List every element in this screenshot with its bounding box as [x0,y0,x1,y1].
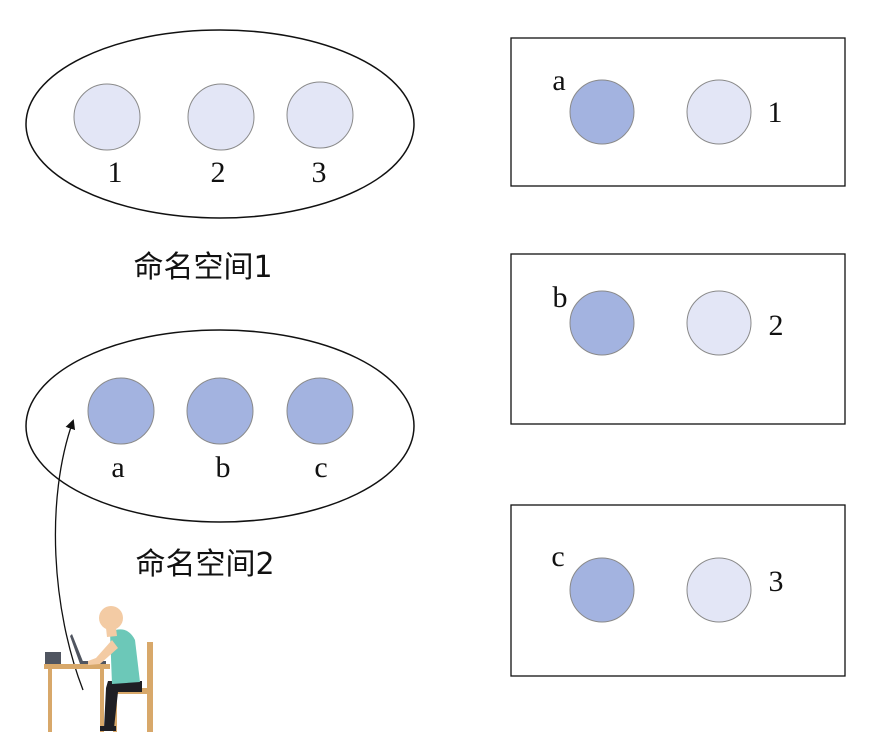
mapping-3-left-node [569,557,635,623]
mapping-box-1: a 1 [510,37,846,187]
ns1-node-1 [73,83,141,151]
mapping-box-3: c 3 [510,504,846,677]
mapping-3-left-label: c [551,540,564,573]
ns2-label-a: a [111,451,124,484]
mapping-1-right-node [686,79,752,145]
mapping-2-left-label: b [553,281,568,314]
ns2-node-c [286,377,354,445]
mapping-2-right-label: 2 [769,309,784,342]
mapping-3-right-label: 3 [769,565,784,598]
ns2-label-b: b [216,451,231,484]
namespace-2-ellipse [25,329,415,523]
access-arrow [54,419,84,691]
ns1-node-3 [286,81,354,149]
ns2-node-a [87,377,155,445]
mapping-box-3-frame [510,504,846,677]
ns1-label-3: 3 [312,156,327,189]
mapping-box-2: b 2 [510,253,846,425]
mapping-1-right-label: 1 [768,96,783,129]
ns2-node-b [186,377,254,445]
ns1-label-2: 2 [211,156,226,189]
ns2-label-c: c [314,451,327,484]
mapping-2-left-node [569,290,635,356]
namespace-1-title: 命名空间1 [133,250,272,285]
person-at-computer-icon [44,606,153,732]
mapping-1-left-node [569,79,635,145]
namespace-1-group: 1 2 3 命名空间1 [25,29,415,285]
mapping-2-right-node [686,290,752,356]
ns1-node-2 [187,83,255,151]
namespace-2-group: a b c 命名空间2 [25,329,415,582]
ns1-label-1: 1 [108,156,123,189]
namespace-1-ellipse [25,29,415,219]
mapping-3-right-node [686,557,752,623]
mapping-box-1-frame [510,37,846,187]
mapping-1-left-label: a [552,64,565,97]
mapping-box-2-frame [510,253,846,425]
namespace-2-title: 命名空间2 [135,547,274,582]
